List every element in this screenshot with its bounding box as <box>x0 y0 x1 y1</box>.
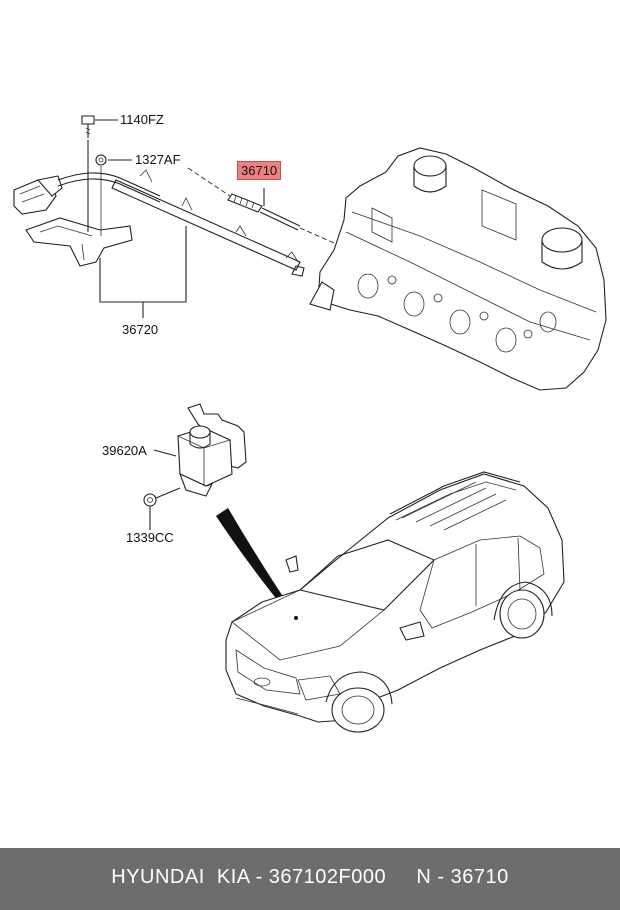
glow-relay-unit <box>143 403 247 530</box>
callout-1140fz: 1140FZ <box>120 112 164 127</box>
part-number-footer: HYUNDAI KIA - 367102F000 N - 36710 <box>0 848 620 910</box>
location-arrow <box>216 508 296 618</box>
callout-39620a: 39620A <box>102 443 147 458</box>
glow-plug <box>187 167 351 251</box>
parts-diagram <box>13 115 607 733</box>
callout-1327af: 1327AF <box>135 152 181 167</box>
callout-36720: 36720 <box>122 322 159 337</box>
glow-plug-harness <box>13 115 305 318</box>
vehicle-sketch <box>225 471 565 733</box>
footer-text: HYUNDAI KIA - 367102F000 N - 36710 <box>111 866 509 888</box>
callout-36710: 36710 <box>237 161 282 180</box>
callout-1339cc: 1339CC <box>126 530 174 545</box>
engine-head <box>309 147 607 391</box>
